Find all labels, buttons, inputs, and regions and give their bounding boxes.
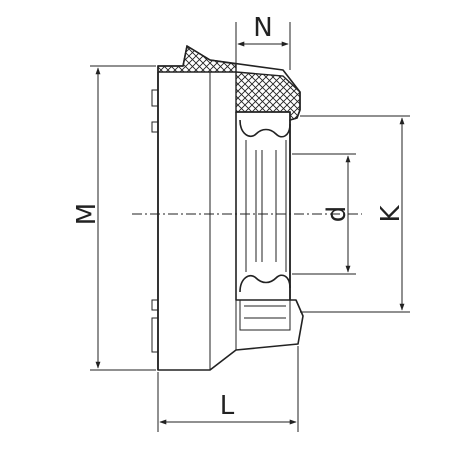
- slot-bottom-2: [151, 317, 159, 353]
- label-l: L: [220, 391, 235, 421]
- label-m: M: [72, 203, 102, 225]
- liner-top-lip: [239, 119, 291, 138]
- liner-outline: [235, 111, 291, 301]
- liner-bottom-lip: [239, 274, 291, 293]
- liner-bottom-channel: [239, 300, 291, 331]
- label-k: K: [376, 205, 406, 223]
- label-n: N: [253, 13, 272, 43]
- label-d: d: [322, 206, 352, 223]
- slot-top-1: [151, 89, 159, 107]
- slot-bottom-1: [151, 299, 159, 311]
- slot-top-2: [151, 121, 159, 133]
- seal-lip-top: [157, 44, 237, 73]
